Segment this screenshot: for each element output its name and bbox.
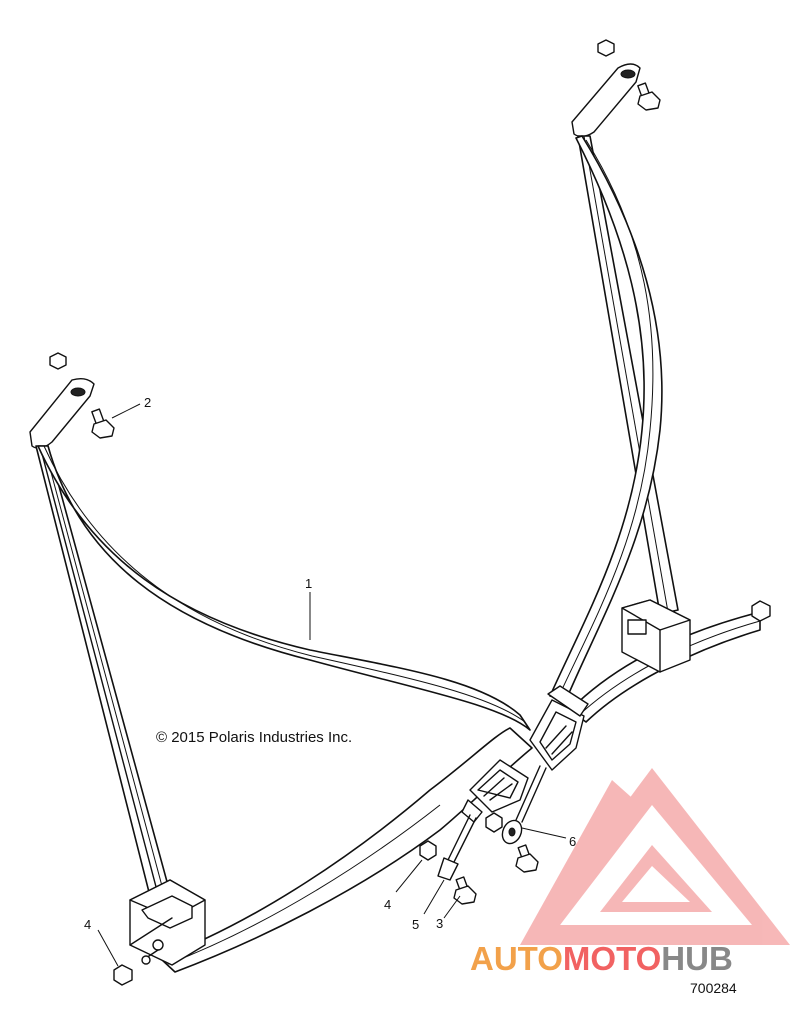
hex-nut <box>597 39 615 57</box>
callout-label: 6 <box>569 834 576 849</box>
callout-label: 2 <box>144 395 151 410</box>
callout-label: 4 <box>84 917 91 932</box>
hex-nut <box>751 600 771 622</box>
left-belt-webbing-vertical <box>35 445 173 905</box>
left-retractor <box>129 879 206 966</box>
flange-bolt <box>91 408 115 439</box>
flange-bolt <box>515 844 539 873</box>
buckle-stalk-cable-right <box>515 765 541 821</box>
callout-label: 4 <box>384 897 391 912</box>
left-belt-lap-strap <box>159 727 533 973</box>
hex-nut <box>419 840 437 861</box>
callout-label: 1 <box>305 576 312 591</box>
automotohub-logo <box>520 768 790 945</box>
right-buckle <box>529 685 589 771</box>
wordmark-auto: AUTO <box>470 940 563 977</box>
right-anchor-hole <box>620 69 636 79</box>
copyright-text: © 2015 Polaris Industries Inc. <box>156 729 352 746</box>
wordmark-moto: MOTO <box>563 940 661 977</box>
left-belt-tongue <box>461 759 529 823</box>
callout-label: 5 <box>412 917 419 932</box>
retractor-stud <box>152 939 164 951</box>
buckle-stalk-cable-left <box>447 814 471 861</box>
document-number: 700284 <box>690 980 737 996</box>
right-seat-belt <box>419 39 771 905</box>
hex-nut <box>113 964 133 986</box>
right-belt-webbing-vertical <box>577 135 679 615</box>
wordmark-hub: HUB <box>661 940 733 977</box>
left-seat-belt <box>29 352 533 986</box>
stalk-end-left <box>437 857 459 881</box>
left-anchor-hole <box>70 387 86 397</box>
flange-bolt <box>453 876 477 905</box>
svg-text:AUTOMOTOHUB: AUTOMOTOHUB <box>470 940 733 977</box>
hex-nut <box>485 812 503 833</box>
automotohub-wordmark: AUTOMOTOHUB <box>470 940 733 977</box>
left-anchor-plate <box>29 377 95 449</box>
callout-leaders <box>97 403 567 967</box>
left-belt-shoulder-strap <box>37 445 531 731</box>
hex-nut <box>49 352 67 370</box>
callouts: 1 2 3 4 4 5 6 <box>84 395 576 932</box>
callout-label: 3 <box>436 916 443 931</box>
flange-bolt <box>637 82 661 111</box>
right-retractor <box>621 599 691 673</box>
